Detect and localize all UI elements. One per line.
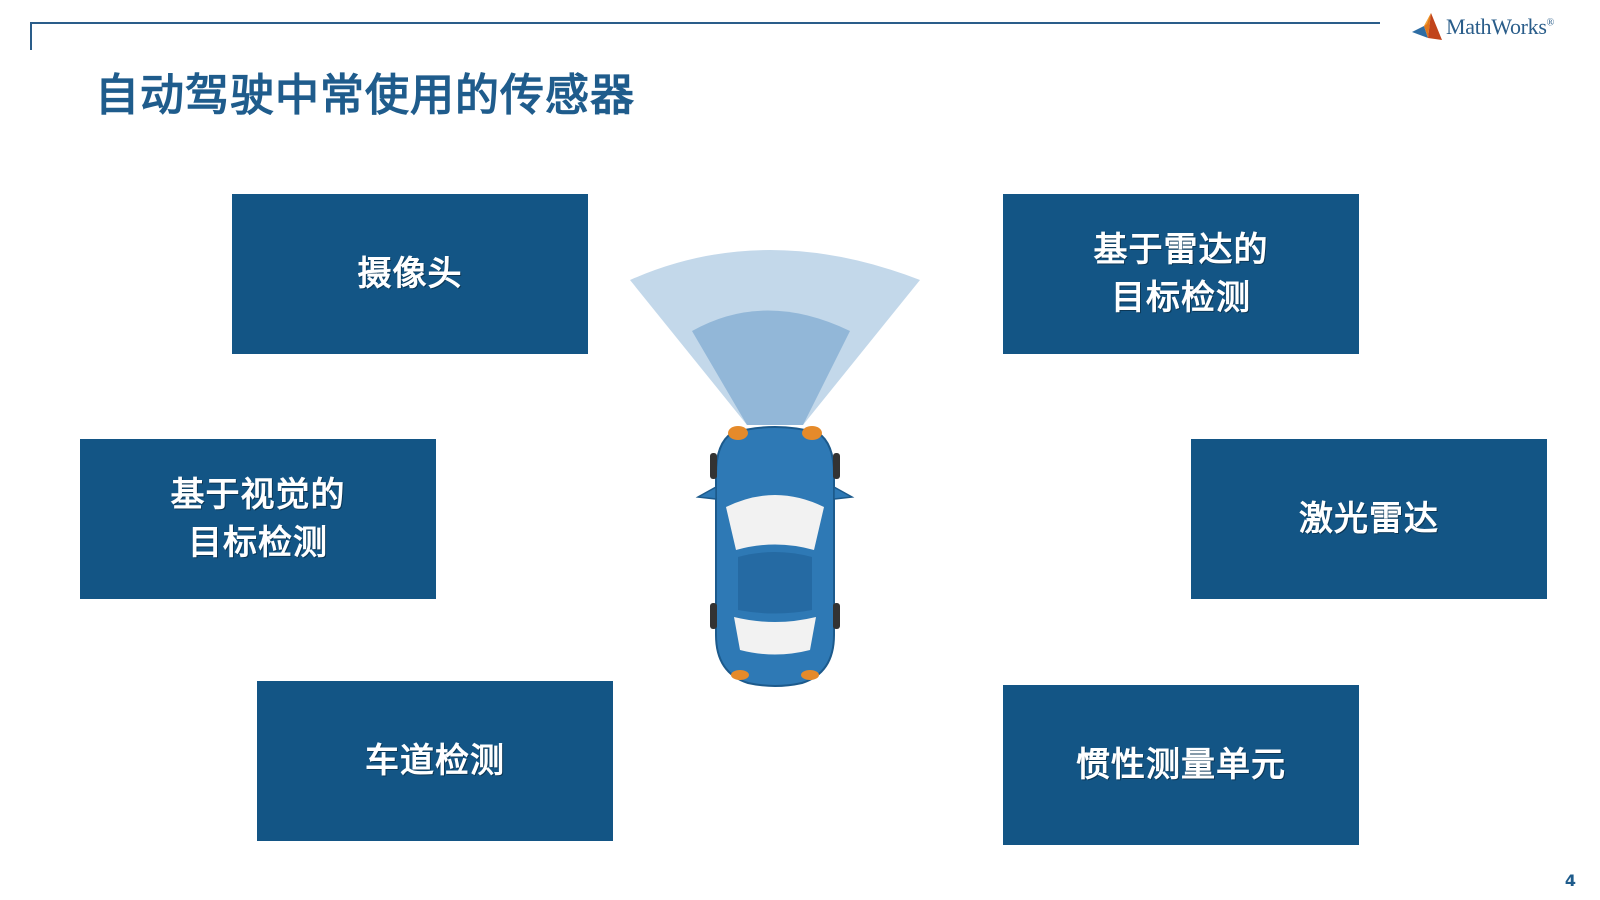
- mirror-right: [833, 485, 855, 500]
- headlight-left: [728, 426, 748, 440]
- taillight-right: [801, 670, 819, 680]
- sensor-box-vision-detection: 基于视觉的 目标检测: [80, 439, 436, 599]
- header-rule: [30, 22, 1380, 24]
- membrane-icon: [1412, 13, 1442, 40]
- sensor-label-vision-detection: 基于视觉的 目标检测: [170, 475, 346, 563]
- sensor-box-radar-detection: 基于雷达的 目标检测: [1003, 194, 1359, 354]
- wheel-front-right: [833, 453, 840, 479]
- windshield: [726, 495, 824, 550]
- sensor-label-imu: 惯性测量单元: [1076, 745, 1286, 785]
- mathworks-logo: MathWorks®: [1410, 10, 1554, 44]
- sensor-label-lidar: 激光雷达: [1299, 499, 1439, 539]
- roof: [738, 552, 812, 614]
- wheel-rear-left: [710, 603, 717, 629]
- sensor-label-camera: 摄像头: [357, 254, 463, 294]
- car-illustration: [630, 250, 920, 687]
- wheel-front-left: [710, 453, 717, 479]
- trademark-mark: ®: [1546, 17, 1555, 29]
- sensor-fan-inner: [692, 310, 850, 425]
- headlight-right: [802, 426, 822, 440]
- page-number: 4: [1564, 871, 1576, 890]
- sensor-box-lane-detection: 车道检测: [257, 681, 613, 841]
- wheel-rear-right: [833, 603, 840, 629]
- logo-text: MathWorks: [1446, 14, 1547, 39]
- sensor-box-imu: 惯性测量单元: [1003, 685, 1359, 845]
- mirror-left: [695, 485, 717, 500]
- rear-window: [734, 617, 816, 655]
- sensor-label-lane-detection: 车道检测: [365, 741, 505, 781]
- page-title: 自动驾驶中常使用的传感器: [95, 70, 635, 121]
- taillight-left: [731, 670, 749, 680]
- sensor-box-camera: 摄像头: [232, 194, 588, 354]
- sensor-label-radar-detection: 基于雷达的 目标检测: [1093, 230, 1269, 318]
- header-tick: [30, 22, 32, 50]
- sensor-box-lidar: 激光雷达: [1191, 439, 1547, 599]
